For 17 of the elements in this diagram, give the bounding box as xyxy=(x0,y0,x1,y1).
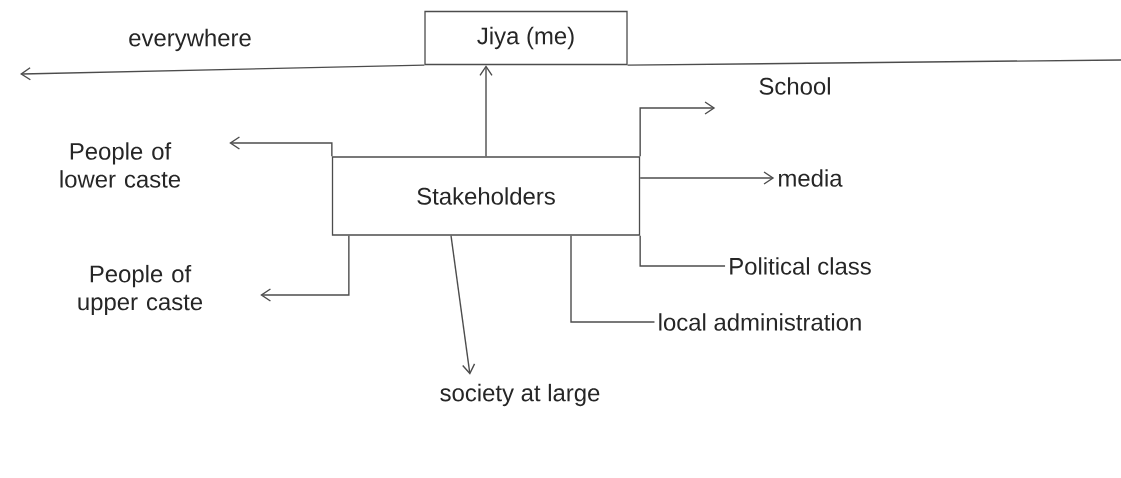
stakeholder-label: School xyxy=(759,77,830,95)
arrow xyxy=(639,101,716,158)
arrow xyxy=(229,136,333,158)
arrow xyxy=(639,171,775,185)
arrow xyxy=(20,64,426,81)
process-box: Stakeholders xyxy=(331,156,641,236)
stakeholder-label: Political class xyxy=(730,257,871,275)
arrow xyxy=(260,234,350,302)
stakeholder-label: media xyxy=(779,169,843,187)
name-box: Jiya (me) xyxy=(424,10,628,66)
edge-label: everywhere xyxy=(126,26,254,54)
stakeholder-label: society at large xyxy=(440,383,600,407)
arrow xyxy=(479,65,493,158)
stakeholder-label: local administration xyxy=(659,313,861,331)
stakeholder-label: People of upper caste xyxy=(78,264,203,316)
stakeholder-label: People of lower caste xyxy=(60,142,181,188)
arrow xyxy=(450,234,476,375)
